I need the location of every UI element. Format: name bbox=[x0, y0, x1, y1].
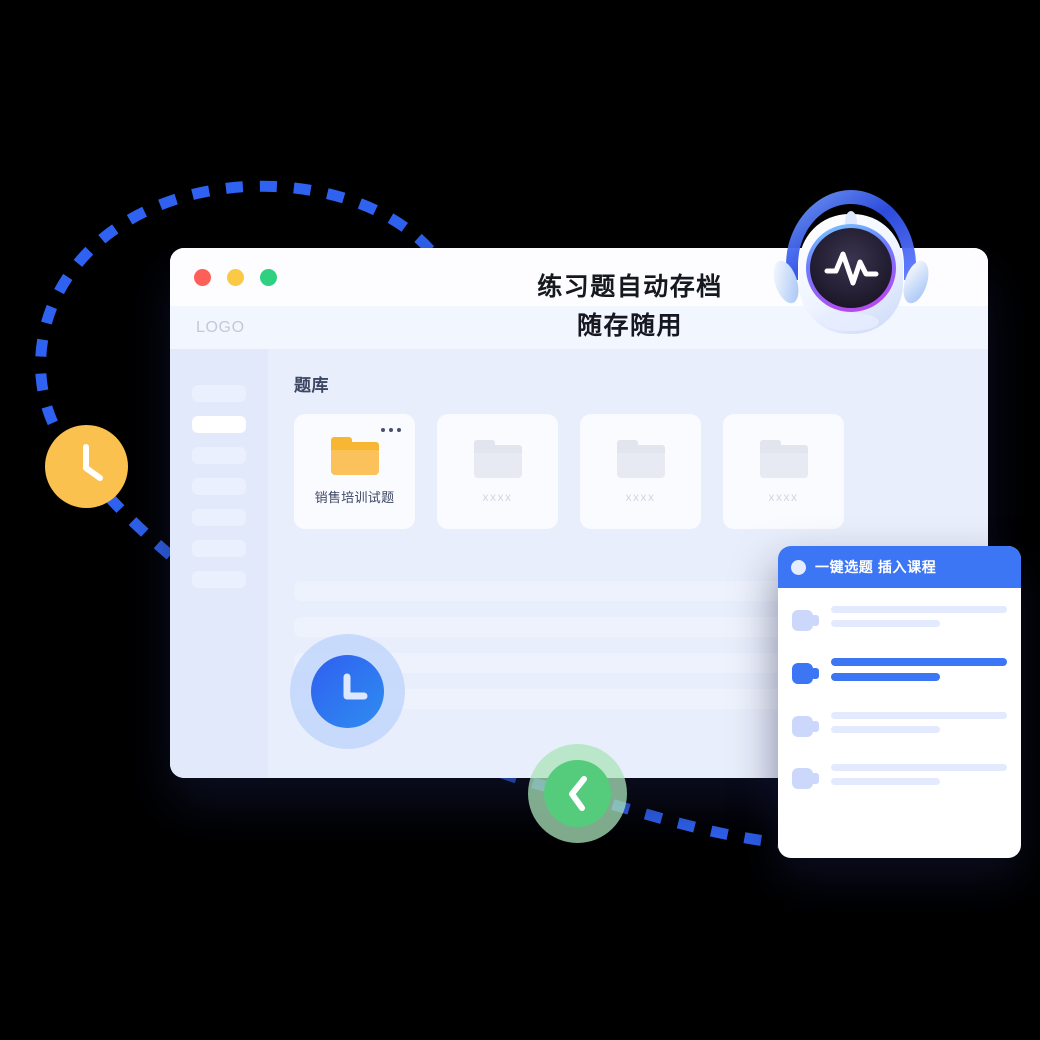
list-item-lines bbox=[831, 658, 1007, 688]
sidebar-item-4[interactable] bbox=[192, 509, 246, 526]
page-title: 题库 bbox=[294, 376, 329, 395]
badge-clock-green bbox=[544, 760, 611, 827]
robot-antenna-halo bbox=[786, 190, 916, 280]
robot-right-arm bbox=[903, 260, 929, 304]
list-item[interactable] bbox=[792, 606, 1007, 634]
panel-bullet-icon bbox=[791, 559, 806, 575]
badge-clock-yellow bbox=[45, 425, 128, 508]
folder-card[interactable]: 销售培训试题 bbox=[294, 414, 415, 529]
folder-card[interactable]: xxxx bbox=[580, 414, 701, 529]
folder-icon bbox=[330, 437, 379, 475]
list-item-lines bbox=[831, 764, 1007, 792]
more-options-icon[interactable] bbox=[381, 428, 401, 432]
folder-card-grid: 销售培训试题 xxxx xxxx bbox=[294, 414, 988, 529]
insert-course-panel: 一键选题 插入课程 bbox=[778, 546, 1021, 858]
sidebar-item-3[interactable] bbox=[192, 478, 246, 495]
sidebar-item-2[interactable] bbox=[192, 447, 246, 464]
minimize-button[interactable] bbox=[227, 268, 244, 286]
folder-icon bbox=[616, 439, 665, 478]
ai-robot-mascot bbox=[766, 170, 936, 345]
headline: 练习题自动存档 随存随用 bbox=[470, 268, 790, 346]
maximize-button[interactable] bbox=[260, 268, 277, 286]
folder-card-label: xxxx bbox=[625, 489, 656, 504]
robot-left-arm bbox=[773, 260, 799, 304]
folder-card-label: xxxx bbox=[482, 489, 513, 504]
video-camera-icon bbox=[792, 715, 819, 737]
panel-list bbox=[778, 588, 1021, 792]
headline-line-2: 随存随用 bbox=[576, 311, 683, 340]
sidebar-item-5[interactable] bbox=[192, 540, 246, 557]
headline-line-1: 练习题自动存档 bbox=[537, 273, 723, 301]
sidebar-item-1-active[interactable] bbox=[192, 416, 246, 433]
panel-title: 一键选题 插入课程 bbox=[815, 559, 937, 575]
panel-header: 一键选题 插入课程 bbox=[778, 546, 1021, 588]
badge-clock-blue bbox=[311, 655, 384, 728]
folder-icon bbox=[473, 439, 522, 478]
list-item[interactable] bbox=[792, 712, 1007, 740]
robot-chin-highlight bbox=[823, 313, 879, 331]
video-camera-icon bbox=[792, 609, 819, 631]
clock-icon bbox=[343, 673, 368, 700]
sidebar bbox=[170, 349, 268, 778]
folder-card[interactable]: xxxx bbox=[437, 414, 558, 529]
list-item[interactable] bbox=[792, 764, 1007, 792]
clock-icon bbox=[569, 776, 587, 811]
traffic-lights bbox=[194, 268, 277, 286]
clock-icon bbox=[83, 444, 103, 481]
list-item-selected[interactable] bbox=[792, 658, 1007, 688]
list-item-lines bbox=[831, 606, 1007, 634]
folder-icon bbox=[759, 439, 808, 478]
folder-card[interactable]: xxxx bbox=[723, 414, 844, 529]
waveform-pulse-icon bbox=[824, 251, 879, 286]
robot-face bbox=[810, 228, 892, 308]
list-item-lines bbox=[831, 712, 1007, 740]
sidebar-item-0[interactable] bbox=[192, 385, 246, 402]
folder-card-label: 销售培训试题 bbox=[314, 490, 395, 505]
folder-card-label: xxxx bbox=[768, 489, 799, 504]
video-camera-icon bbox=[792, 767, 819, 789]
sidebar-item-6[interactable] bbox=[192, 571, 246, 588]
video-camera-icon bbox=[792, 662, 819, 684]
close-button[interactable] bbox=[194, 268, 211, 286]
logo-text: LOGO bbox=[196, 318, 245, 336]
